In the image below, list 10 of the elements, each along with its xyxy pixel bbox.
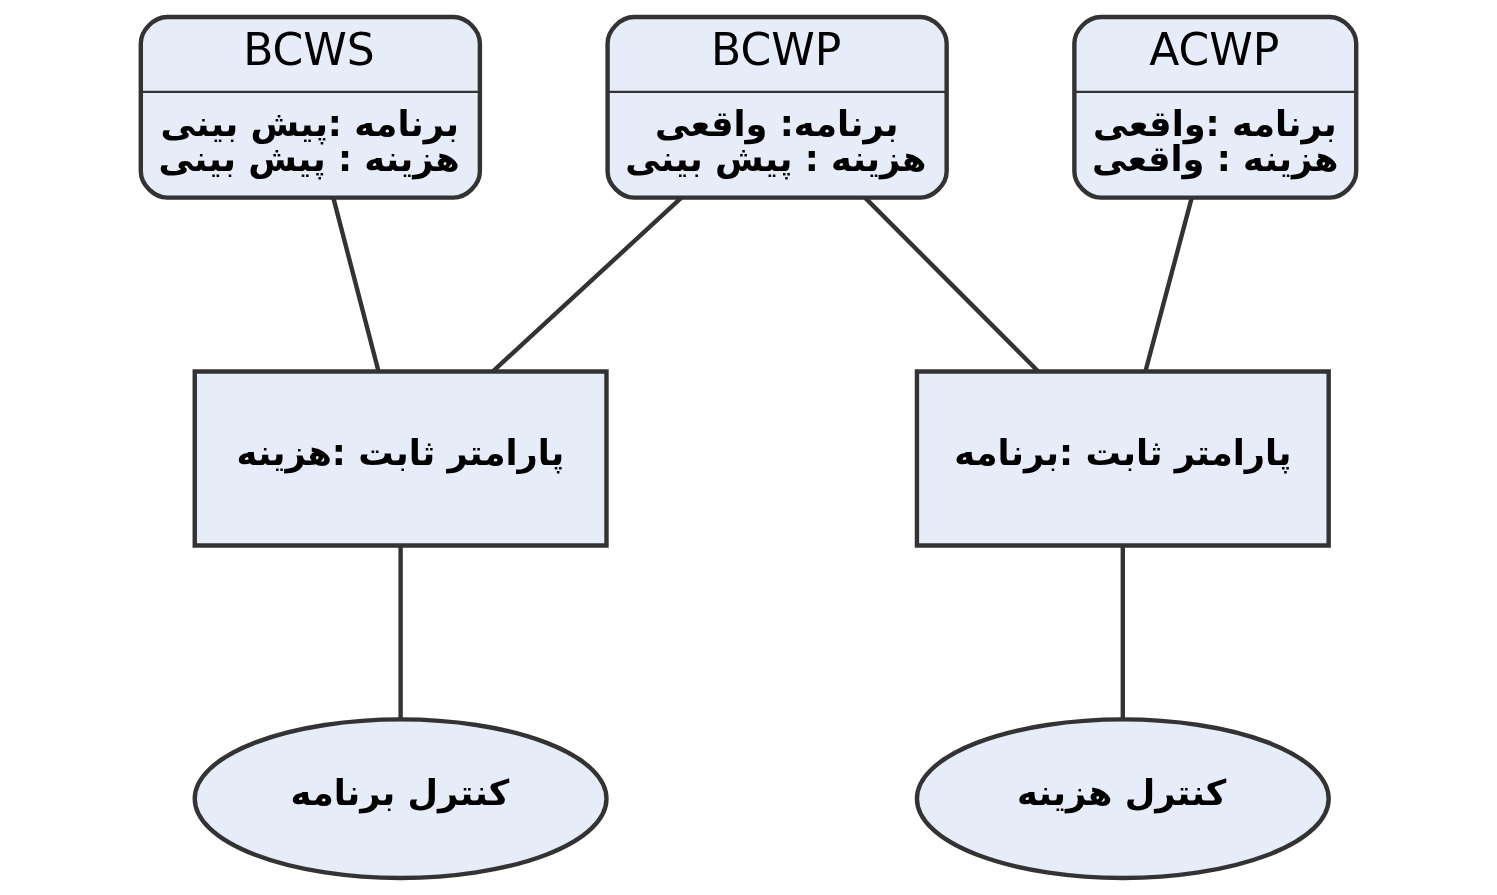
- connector: [398, 546, 403, 720]
- connector: [331, 197, 381, 372]
- node-box: پارامتر ثابت :هزینه: [192, 369, 609, 548]
- node-box: پارامتر ثابت :برنامه: [914, 369, 1331, 548]
- connector: [1120, 546, 1125, 720]
- node-ellipse: کنترل برنامه: [192, 717, 609, 881]
- node-ellipse: کنترل هزینه: [914, 717, 1331, 881]
- connector: [491, 196, 683, 373]
- connector: [1143, 197, 1194, 372]
- connector: [863, 196, 1040, 373]
